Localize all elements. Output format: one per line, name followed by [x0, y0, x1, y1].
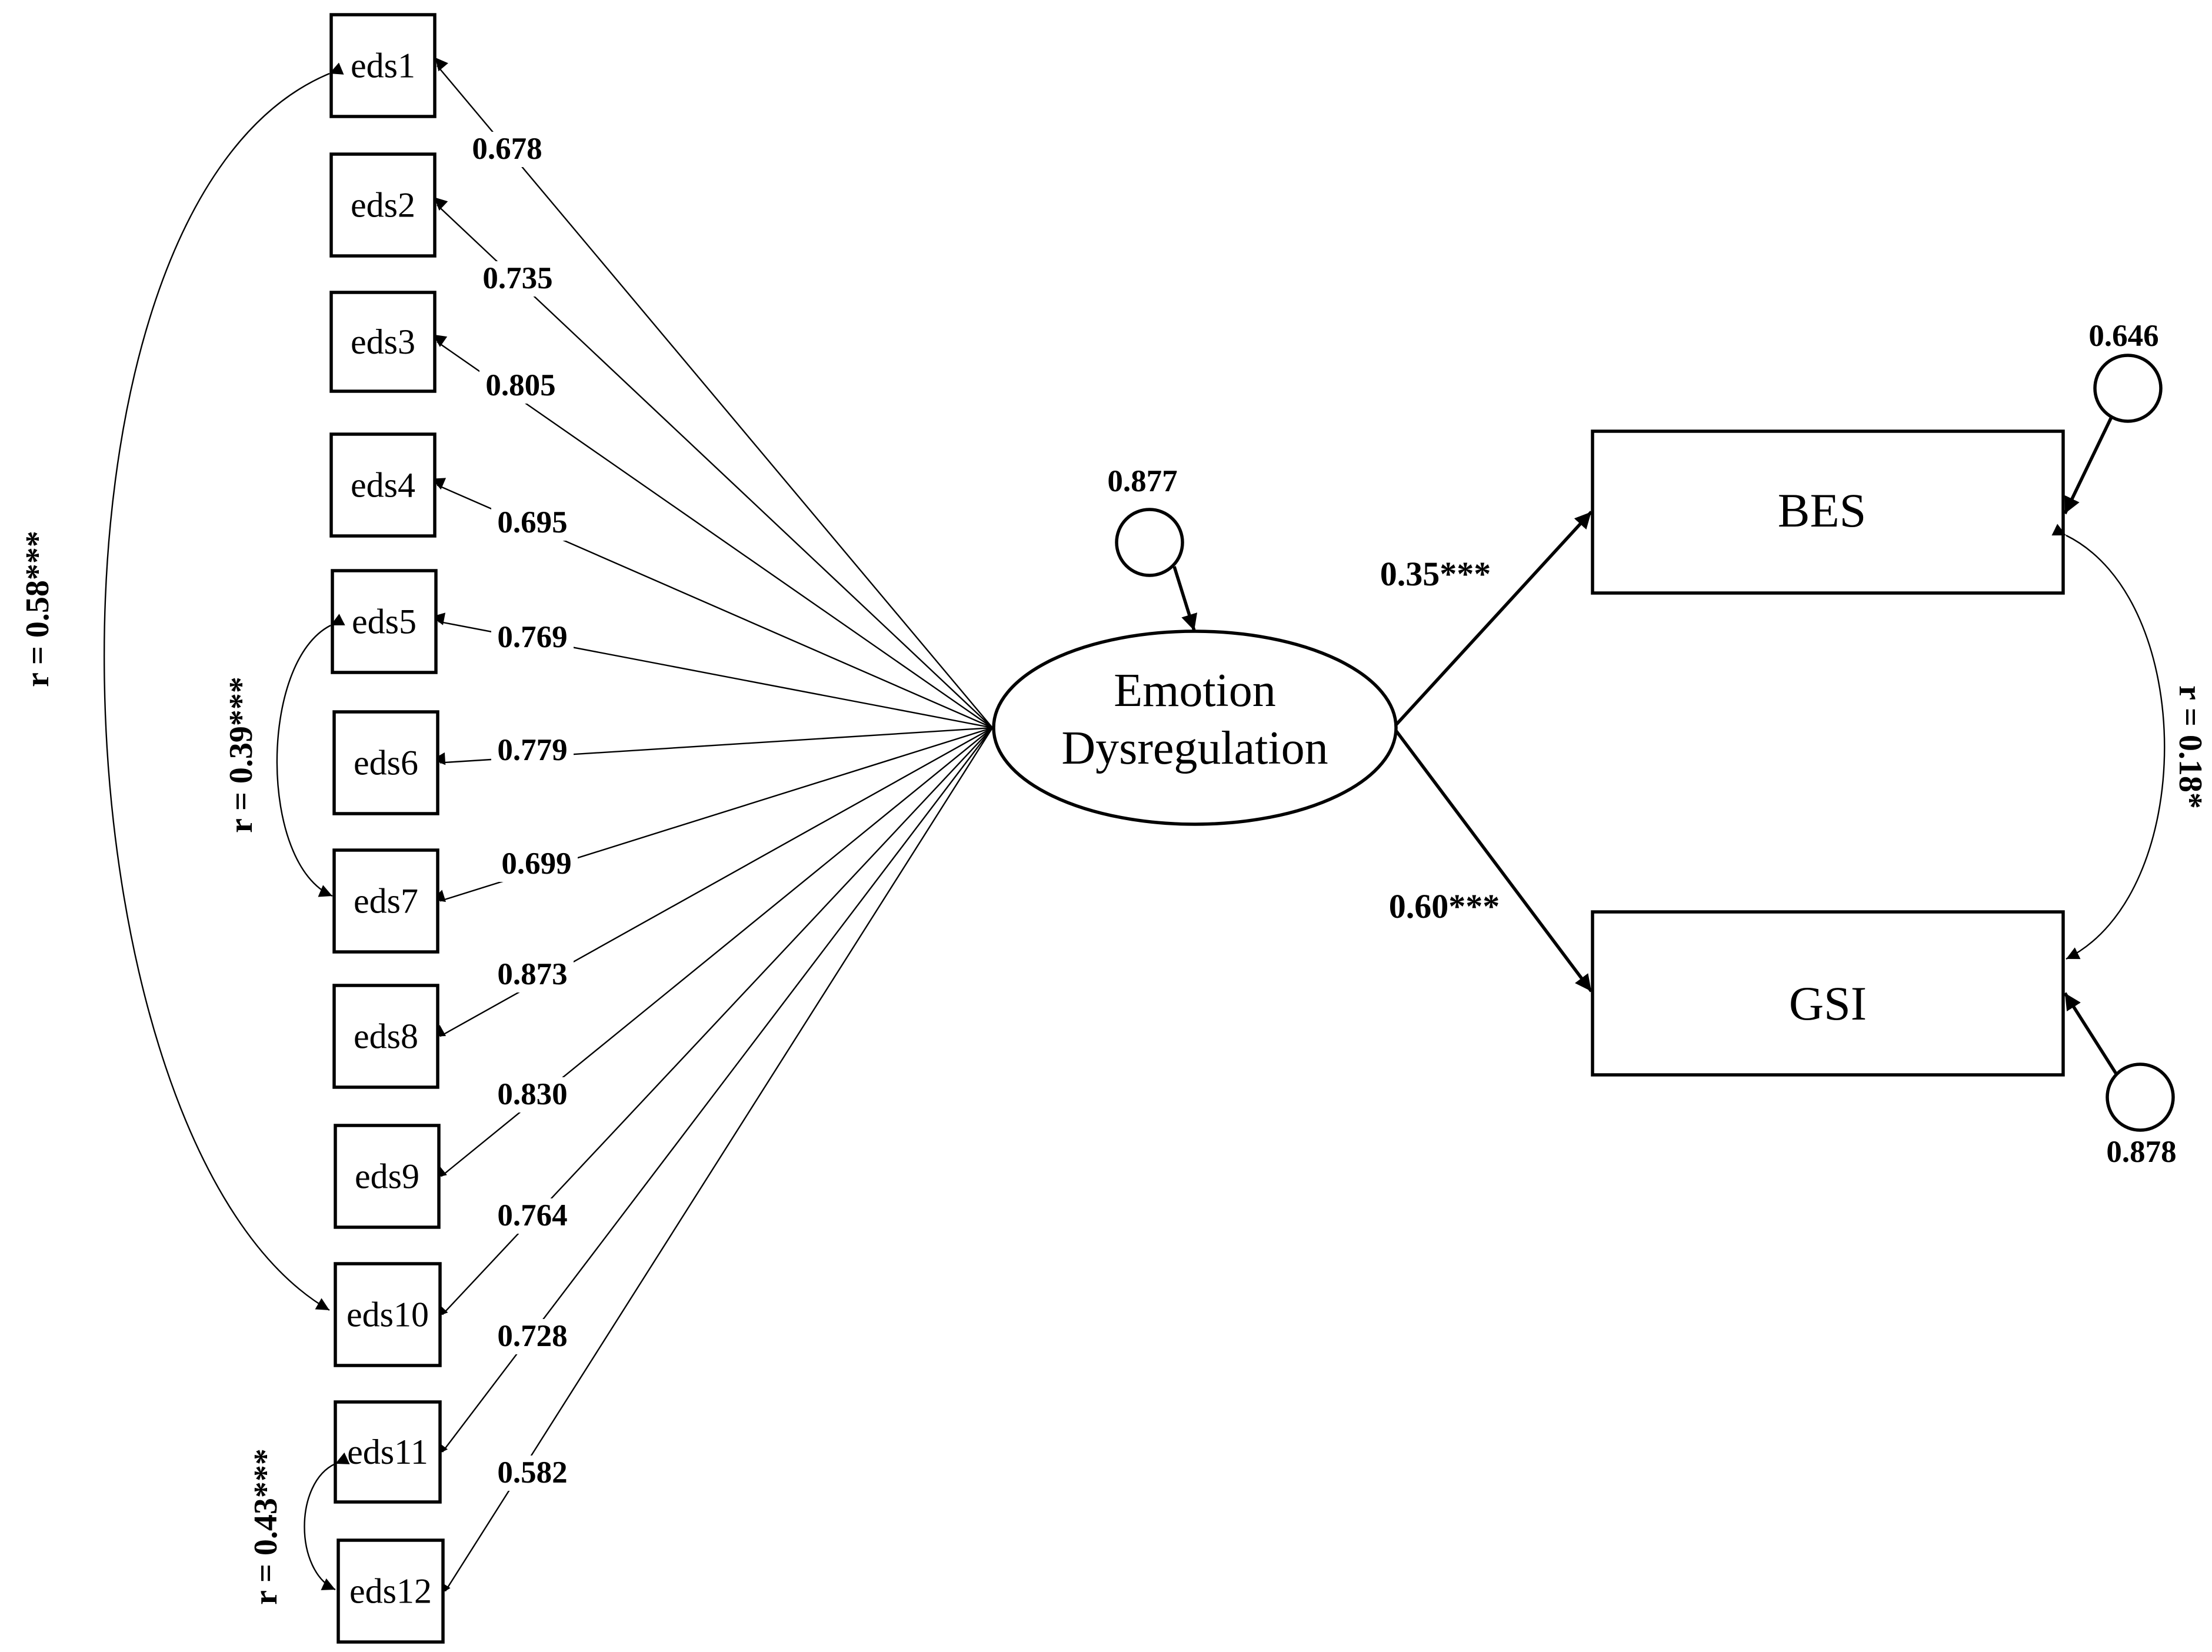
loading-label-eds9: 0.830: [497, 1077, 567, 1111]
indicator-label-eds5: eds5: [352, 602, 417, 641]
latent-residual-label: 0.877: [1107, 464, 1177, 498]
indicator-label-eds1: eds1: [351, 46, 415, 85]
bes-box: [1591, 429, 2065, 595]
indicator-box-eds3: [329, 291, 437, 393]
loading-label-bg: [491, 1319, 574, 1354]
path-label-bes: 0.35***: [1380, 555, 1491, 593]
correlation-label-eds11-eds12: r = 0.43***: [248, 1448, 284, 1605]
gsi-residual-circle: [2106, 1063, 2175, 1132]
indicator-variables: eds1 eds2 eds3 eds4 eds5 eds6 eds7 eds8 eds9 eds1…: [329, 13, 445, 1644]
loading-path-eds12: [438, 727, 994, 1596]
correlation-curve-eds11-eds12: [304, 1452, 350, 1591]
indicator-box-eds11: [334, 1400, 442, 1504]
loading-label-bg: [491, 1198, 574, 1234]
loading-label-bg: [491, 620, 574, 655]
indicator-box-eds10: [334, 1262, 442, 1367]
bes-residual-arrow: [2063, 415, 2114, 515]
indicator-box-eds8: [332, 984, 439, 1089]
latent-emotion-dysregulation: [992, 630, 1398, 826]
indicator-label-eds12: eds12: [349, 1572, 432, 1611]
indicator-box-eds6: [332, 710, 439, 815]
indicator-label-eds4: eds4: [351, 466, 415, 505]
indicator-label-eds10: eds10: [347, 1295, 429, 1334]
loading-label-bg: [491, 1456, 574, 1491]
gsi-box: [1591, 910, 2065, 1077]
indicator-label-eds6: eds6: [354, 744, 418, 782]
loading-label-eds5: 0.769: [497, 620, 567, 654]
loading-label-eds1: 0.678: [472, 132, 542, 166]
loading-path-eds3: [433, 334, 993, 728]
loading-label-bg: [491, 1077, 574, 1113]
indicator-box-eds4: [329, 432, 437, 538]
indicator-label-eds8: eds8: [354, 1017, 418, 1056]
indicator-label-eds3: eds3: [351, 322, 415, 361]
correlation-curve-eds5-eds7: [276, 614, 345, 897]
indicator-label-eds9: eds9: [355, 1157, 419, 1196]
correlation-curve-eds1-eds10: [104, 62, 344, 1311]
loading-label-eds6: 0.779: [497, 733, 567, 767]
correlation-label-eds1-eds10: r = 0.58***: [19, 531, 56, 687]
gsi-residual-label: 0.878: [2106, 1135, 2176, 1169]
correlation-label-eds5-eds7: r = 0.39***: [223, 677, 259, 833]
correlation-curve-bes-gsi: [2051, 524, 2166, 960]
loading-label-eds3: 0.805: [485, 368, 555, 402]
loading-label-bg: [466, 132, 548, 167]
latent-label-line2: Dysregulation: [1061, 722, 1328, 774]
loading-path-eds1: [435, 57, 993, 728]
path-to-bes: [1394, 511, 1593, 726]
indicator-box-eds5: [331, 569, 438, 674]
indicator-box-eds1: [329, 13, 437, 118]
loading-label-eds12: 0.582: [497, 1456, 567, 1490]
gsi-label: GSI: [1789, 977, 1867, 1030]
latent-residual-circle: [1115, 508, 1184, 577]
bes-residual-label: 0.646: [2088, 319, 2158, 353]
loading-label-bg: [491, 733, 574, 768]
indicator-label-eds11: eds11: [347, 1433, 428, 1471]
latent-residual-arrow: [1172, 566, 1198, 631]
loading-label-bg: [479, 368, 562, 404]
indicator-label-eds7: eds7: [354, 882, 418, 921]
loading-label-bg: [491, 505, 574, 541]
loading-label-bg: [477, 261, 559, 297]
loading-labels: 0.678 0.735 0.805 0.695 0.769 0.779 0.699 0.873…: [466, 132, 578, 1491]
correlation-label-bes-gsi: r = 0.18*: [2172, 685, 2208, 809]
latent-label-line1: Emotion: [1114, 665, 1276, 717]
loading-label-bg: [495, 847, 578, 882]
bes-residual-circle: [2093, 354, 2163, 423]
bes-label: BES: [1778, 484, 1866, 537]
loading-label-eds7: 0.699: [501, 847, 571, 881]
loading-label-eds2: 0.735: [482, 261, 552, 295]
indicator-box-eds9: [334, 1124, 441, 1229]
path-to-gsi: [1394, 730, 1593, 992]
path-label-gsi: 0.60***: [1389, 887, 1500, 925]
loading-label-eds10: 0.764: [497, 1198, 567, 1233]
indicator-box-eds2: [329, 152, 437, 258]
indicator-label-eds2: eds2: [351, 186, 415, 225]
loading-label-eds8: 0.873: [497, 957, 567, 991]
loading-label-eds11: 0.728: [497, 1319, 567, 1353]
loading-label-eds4: 0.695: [497, 505, 567, 539]
gsi-residual-arrow: [2063, 992, 2118, 1075]
loading-label-bg: [491, 957, 574, 992]
indicator-box-eds12: [337, 1538, 445, 1644]
